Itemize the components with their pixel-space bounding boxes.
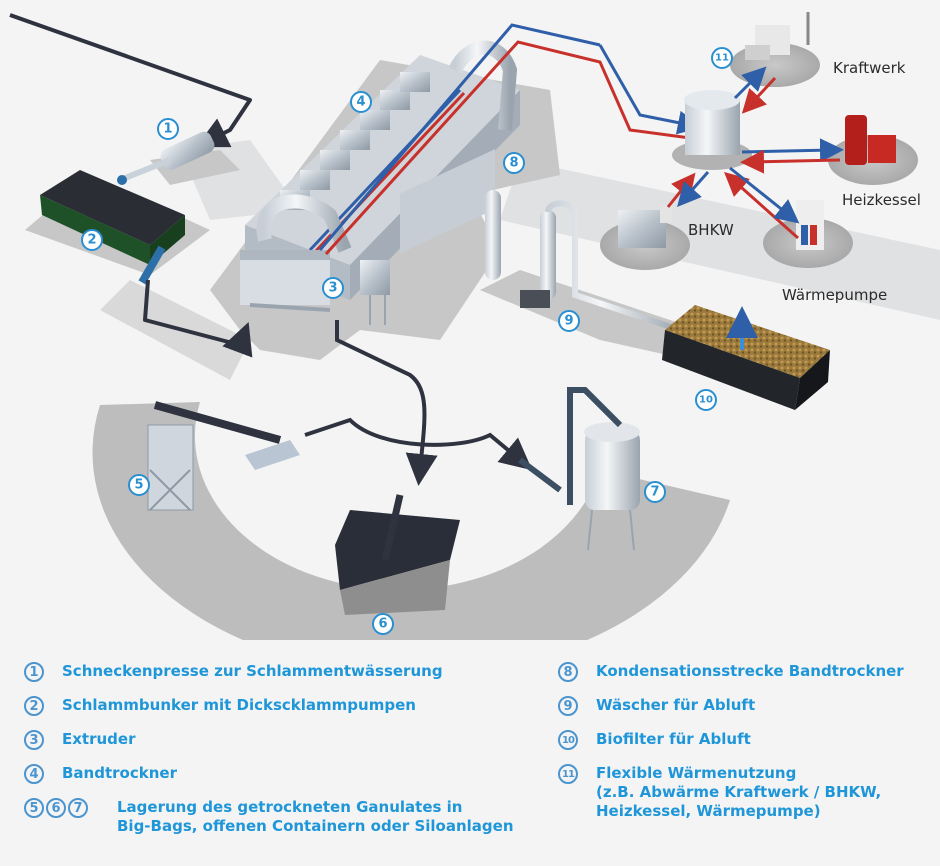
- legend-item-5-6-7: 5 6 7 Lagerung des getrockneten Ganulate…: [24, 798, 514, 842]
- svg-text:5: 5: [134, 478, 143, 493]
- heat-labels: Kraftwerk Heizkessel BHKW Wärmepumpe: [688, 59, 921, 304]
- bigbag-station: [147, 401, 300, 511]
- legend-badge: 5: [24, 798, 44, 818]
- badge-11: 11: [711, 47, 733, 69]
- legend-text: Wäscher für Abluft: [596, 696, 756, 714]
- svg-text:10: 10: [699, 395, 713, 406]
- badge-4: 4: [350, 91, 372, 113]
- legend-item-4: 4 Bandtrockner: [24, 764, 514, 798]
- legend-badge: 3: [24, 730, 44, 750]
- legend-text: (z.B. Abwärme Kraftwerk / BHKW,: [596, 783, 882, 801]
- badge-10: 10: [695, 389, 717, 411]
- extruder: [240, 250, 331, 312]
- legend-item-1: 1 Schneckenpresse zur Schlammentwässerun…: [24, 662, 514, 696]
- legend-badge: 2: [24, 696, 44, 716]
- legend-text: Biofilter für Abluft: [596, 730, 751, 748]
- kraftwerk-station: [730, 12, 820, 87]
- heat-supply-line-2: [598, 44, 702, 135]
- legend-text: Schneckenpresse zur Schlammentwässerung: [62, 662, 443, 680]
- legend-badge: 11: [558, 764, 578, 784]
- plant-diagram: Kraftwerk Heizkessel BHKW Wärmepumpe 1 2…: [9, 12, 940, 640]
- storage-arc: [92, 402, 730, 640]
- legend-right-column: 8 Kondensationsstrecke Bandtrockner 9 Wä…: [558, 662, 904, 824]
- legend-item-3: 3 Extruder: [24, 730, 514, 764]
- legend-item-2: 2 Schlammbunker mit Dickscklammpumpen: [24, 696, 514, 730]
- svg-text:2: 2: [87, 233, 96, 248]
- legend-text: Kondensationsstrecke Bandtrockner: [596, 662, 904, 680]
- badge-8: 8: [503, 152, 525, 174]
- svg-text:8: 8: [509, 156, 518, 171]
- heat-supply-line: [318, 23, 601, 251]
- badge-2: 2: [81, 229, 103, 251]
- legend-text: Flexible Wärmenutzung: [596, 764, 797, 782]
- heat-arrows: [666, 66, 844, 240]
- svg-text:4: 4: [356, 95, 365, 110]
- legend-text: Big-Bags, offenen Containern oder Siloan…: [117, 817, 514, 835]
- badge-9: 9: [558, 310, 580, 332]
- legend-item-9: 9 Wäscher für Abluft: [558, 696, 904, 730]
- svg-text:3: 3: [328, 281, 337, 296]
- scrubber: [485, 190, 681, 333]
- legend-text: Extruder: [62, 730, 136, 748]
- label-waermepumpe: Wärmepumpe: [782, 286, 887, 304]
- legend-text: Bandtrockner: [62, 764, 177, 782]
- legend-badge: 7: [68, 798, 88, 818]
- legend: 1 Schneckenpresse zur Schlammentwässerun…: [0, 650, 940, 866]
- svg-text:7: 7: [650, 485, 659, 500]
- screw-press: [117, 131, 215, 185]
- label-kraftwerk: Kraftwerk: [833, 59, 906, 77]
- legend-badge: 4: [24, 764, 44, 784]
- badge-3: 3: [322, 277, 344, 299]
- legend-text: Lagerung des getrockneten Ganulates in: [117, 798, 463, 816]
- granulate-branch-line: [304, 417, 533, 471]
- legend-badge: 6: [46, 798, 66, 818]
- legend-text: Heizkessel, Wärmepumpe): [596, 802, 821, 820]
- svg-text:1: 1: [163, 122, 172, 137]
- legend-badge: 1: [24, 662, 44, 682]
- pit: [100, 280, 250, 380]
- svg-text:11: 11: [715, 53, 729, 64]
- granulate-output-line: [335, 320, 438, 486]
- legend-item-10: 10 Biofilter für Abluft: [558, 730, 904, 764]
- legend-badge: 8: [558, 662, 578, 682]
- badge-1: 1: [157, 118, 179, 140]
- sludge-pump-line: [143, 279, 253, 358]
- number-badges: 1 2 3 4 5 6 7 8 9 10 11: [81, 47, 733, 635]
- condensation-section: [360, 149, 495, 325]
- label-heizkessel: Heizkessel: [842, 191, 921, 209]
- badge-6: 6: [372, 613, 394, 635]
- legend-item-8: 8 Kondensationsstrecke Bandtrockner: [558, 662, 904, 696]
- open-container-station: [335, 494, 460, 615]
- legend-item-11: 11 Flexible Wärmenutzung (z.B. Abwärme K…: [558, 764, 904, 824]
- legend-left-column: 1 Schneckenpresse zur Schlammentwässerun…: [24, 662, 514, 842]
- heizkessel-station: [828, 115, 918, 185]
- waermepumpe-station: [763, 200, 853, 268]
- badge-5: 5: [128, 474, 150, 496]
- label-bhkw: BHKW: [688, 221, 734, 239]
- biofilter: [662, 305, 830, 410]
- badge-7: 7: [644, 481, 666, 503]
- legend-badge: 9: [558, 696, 578, 716]
- silo-station: [518, 387, 640, 551]
- svg-text:6: 6: [378, 617, 387, 632]
- heat-return-line: [324, 40, 691, 256]
- legend-text: Schlammbunker mit Dickscklammpumpen: [62, 696, 416, 714]
- heat-storage-tank: [672, 90, 752, 170]
- legend-badge: 10: [558, 730, 578, 750]
- bhkw-station: [600, 205, 690, 270]
- svg-text:9: 9: [564, 314, 573, 329]
- sludge-feed-line: [9, 13, 252, 148]
